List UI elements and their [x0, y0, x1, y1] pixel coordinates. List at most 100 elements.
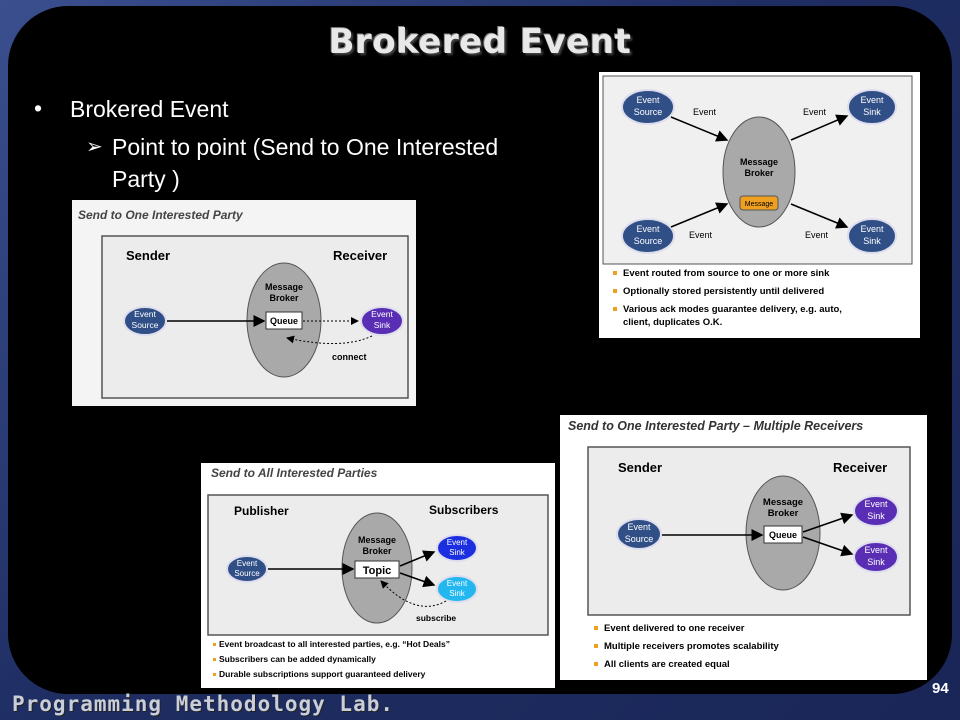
pubsub-broker-l2: Broker: [362, 546, 392, 556]
p2p-queue-label: Queue: [270, 316, 298, 326]
arrow-bullet-icon: ➢: [86, 136, 103, 158]
overview-source-bottom: Event Source: [621, 218, 675, 254]
edge-source-top-broker: [670, 116, 729, 142]
multi-note-2: Multiple receivers promotes scalability: [604, 641, 779, 652]
multi-note-bullet-1: [594, 626, 598, 630]
p2p-heading: Send to One Interested Party: [78, 208, 244, 222]
overview-edge-label-4: Event: [805, 230, 829, 240]
edge-broker-sink-top: [790, 114, 849, 141]
multi-sink-1-l2: Sink: [867, 511, 885, 521]
p2p-sender-label: Sender: [126, 248, 170, 263]
pubsub-note-bullet-2: [213, 658, 216, 661]
pubsub-sink-2: [436, 575, 478, 603]
overview-sink-bottom: Event Sink: [847, 218, 897, 254]
bullet-sub-line1: Point to point (Send to One Interested: [112, 134, 499, 160]
p2p-sink-l2: Sink: [374, 320, 391, 330]
pubsub-note-bullet-3: [213, 673, 216, 676]
edge-source-bottom-broker: [670, 202, 729, 228]
edge-broker-sink-bottom: [790, 203, 849, 229]
overview-diagram: Event Source Event Source Event Sink Eve…: [599, 72, 920, 338]
multi-note-3: All clients are created equal: [604, 659, 730, 670]
overview-source-top-l1: Event: [636, 95, 660, 105]
p2p-source-l2: Source: [132, 320, 159, 330]
p2p-broker-l2: Broker: [269, 293, 299, 303]
overview-note-1: Event routed from source to one or more …: [623, 268, 830, 279]
pubsub-subscribers-label: Subscribers: [429, 503, 499, 517]
overview-sink-bottom-l2: Sink: [863, 236, 881, 246]
multi-receiver-label: Receiver: [833, 460, 887, 475]
p2p-sink-l1: Event: [371, 309, 393, 319]
pubsub-edge-topic-sink1: [399, 550, 436, 567]
bullet-main: Brokered Event: [70, 96, 229, 122]
overview-broker-l1: Message: [740, 157, 778, 167]
pubsub-heading: Send to All Interested Parties: [211, 466, 378, 480]
p2p-connect-arc: [286, 335, 373, 344]
multi-sender-label: Sender: [618, 460, 662, 475]
pubsub-diagram: Send to All Interested Parties Publisher…: [201, 463, 555, 688]
pubsub-source-l1: Event: [237, 559, 258, 568]
multi-broker-l1: Message: [763, 497, 803, 508]
pubsub-broker-l1: Message: [358, 535, 396, 545]
overview-note-4: client, duplicates O.K.: [623, 317, 722, 328]
overview-source-top-l2: Source: [634, 107, 663, 117]
multi-source: [616, 518, 662, 550]
p2p-broker-l1: Message: [265, 282, 303, 292]
message-store-icon: [739, 195, 779, 211]
page-number: 94: [932, 680, 949, 697]
multi-note-1: Event delivered to one receiver: [604, 623, 745, 634]
overview-sink-top-l1: Event: [860, 95, 884, 105]
pubsub-topic-label: Topic: [363, 565, 392, 577]
overview-sink-top-l2: Sink: [863, 107, 881, 117]
pubsub-subscribe-arc: [380, 580, 447, 607]
pubsub-edge-topic-sink2: [399, 572, 436, 588]
pubsub-note-bullet-1: [213, 643, 216, 646]
overview-source-top: Event Source: [621, 89, 675, 125]
p2p-receiver-label: Receiver: [333, 248, 387, 263]
overview-note-3: Various ack modes guarantee delivery, e.…: [623, 304, 842, 315]
pubsub-subscribe-label: subscribe: [416, 613, 456, 623]
pubsub-source-l2: Source: [234, 569, 260, 578]
overview-broker: Message Broker Message: [722, 116, 796, 228]
pubsub-sink-1-l2: Sink: [449, 548, 466, 557]
pubsub-note-2: Subscribers can be added dynamically: [219, 654, 376, 664]
pubsub-sink-2-l2: Sink: [449, 589, 466, 598]
p2p-source: [123, 306, 167, 336]
pubsub-sink-2-l1: Event: [447, 579, 468, 588]
overview-note-bullet-2: [613, 289, 617, 293]
p2p-source-l1: Event: [134, 309, 156, 319]
slide-title: Brokered Event: [328, 22, 632, 62]
p2p-queue-box: [265, 311, 303, 330]
overview-note-2: Optionally stored persistently until del…: [623, 286, 824, 297]
bullet-sub-line2: Party ): [112, 166, 180, 192]
overview-sink-top: Event Sink: [847, 89, 897, 125]
p2p-connect-label: connect: [332, 352, 367, 362]
multi-heading: Send to One Interested Party – Multiple …: [568, 419, 863, 433]
pubsub-note-3: Durable subscriptions support guaranteed…: [219, 669, 426, 679]
footer-lab-name: Programming Methodology Lab.: [12, 692, 395, 716]
overview-broker-l2: Broker: [744, 168, 774, 178]
overview-note-bullet-3: [613, 307, 617, 311]
overview-message-label: Message: [745, 201, 774, 208]
overview-edge-label-3: Event: [689, 230, 713, 240]
multi-sink-2: [853, 541, 899, 573]
multi-note-bullet-3: [594, 662, 598, 666]
p2p-sink: [360, 306, 404, 336]
pubsub-publisher-label: Publisher: [234, 504, 289, 518]
pubsub-topic-box: [354, 560, 400, 579]
multi-source-l2: Source: [625, 534, 654, 544]
multi-queue-box: [763, 525, 803, 544]
multi-sink-1: [853, 495, 899, 527]
pubsub-sink-1-l1: Event: [447, 538, 468, 547]
multi-queue-label: Queue: [769, 530, 797, 540]
multi-sink-1-l1: Event: [864, 499, 888, 509]
p2p-diagram: Send to One Interested Party Sender Rece…: [72, 200, 416, 406]
overview-edge-label-2: Event: [803, 107, 827, 117]
multi-broker-l2: Broker: [768, 508, 799, 519]
overview-source-bottom-l1: Event: [636, 224, 660, 234]
bullet-dot: •: [34, 95, 43, 121]
pubsub-source: [226, 555, 268, 583]
pubsub-note-1: Event broadcast to all interested partie…: [219, 639, 450, 649]
overview-source-bottom-l2: Source: [634, 236, 663, 246]
multi-sink-2-l1: Event: [864, 545, 888, 555]
multi-note-bullet-2: [594, 644, 598, 648]
